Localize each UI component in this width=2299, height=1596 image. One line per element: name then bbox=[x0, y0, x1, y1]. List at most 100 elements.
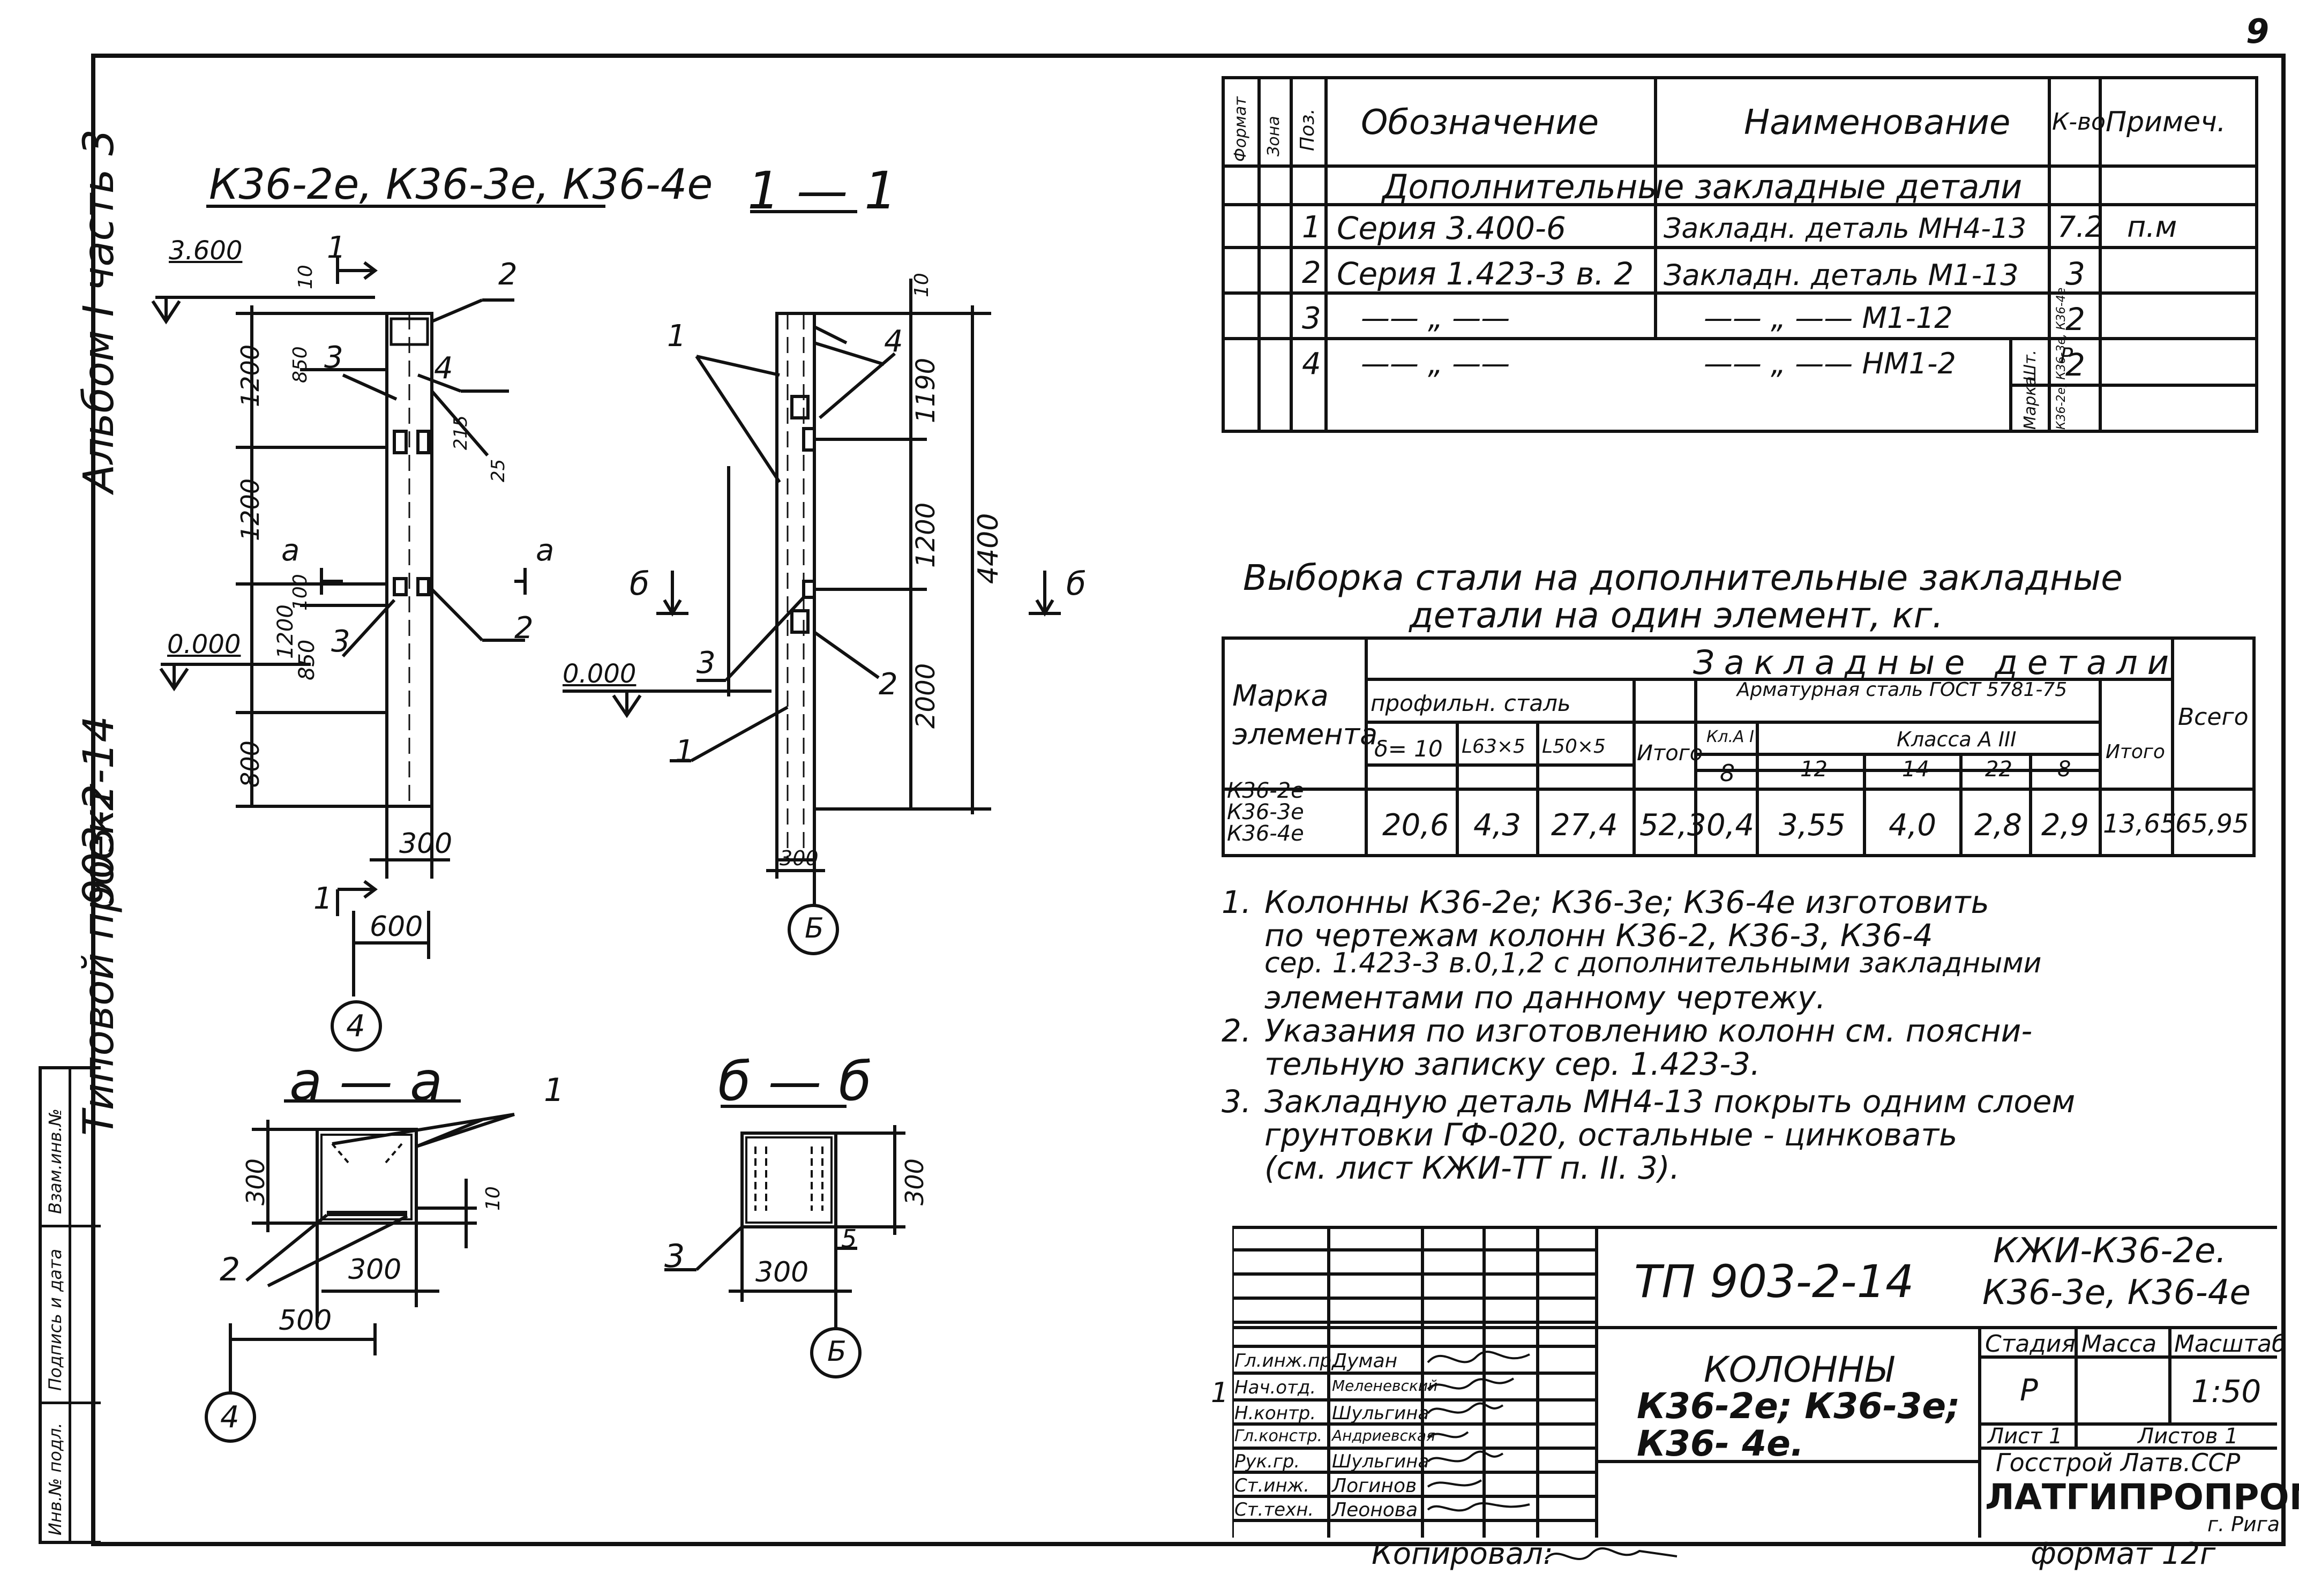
tb-title-3: К36- 4е. bbox=[1637, 1423, 1804, 1464]
dim: 300 bbox=[755, 1256, 809, 1288]
steel-val: 13,65 bbox=[2103, 809, 2177, 839]
dim: 100 bbox=[289, 574, 311, 611]
note-line: Закладную деталь МН4-13 покрыть одним сл… bbox=[1264, 1083, 2076, 1120]
note-line: Колонны К36-2е; К36-3е; К36-4е изготовит… bbox=[1264, 884, 1989, 920]
level-zero-a: 0.000 bbox=[167, 630, 241, 660]
spec-h-note: Примеч. bbox=[2106, 106, 2226, 138]
tb-mass-label: Масса bbox=[2081, 1330, 2157, 1358]
footer-copied: Копировал: bbox=[1372, 1537, 1553, 1571]
steel-h-a3: Класса А III bbox=[1897, 728, 2017, 751]
page-number: 9 bbox=[2246, 12, 2270, 51]
tb-person: Шульгина bbox=[1332, 1403, 1429, 1424]
steel-h-all: Всего bbox=[2178, 703, 2249, 731]
callout: 2 bbox=[879, 667, 898, 702]
spec-designation: —— „ —— bbox=[1361, 301, 1510, 335]
level-zero-b: 0.000 bbox=[563, 659, 636, 689]
dim: 600 bbox=[370, 911, 423, 943]
note-line: тельную записку сер. 1.423-3. bbox=[1264, 1046, 1761, 1082]
callout: 1 bbox=[667, 319, 686, 354]
dim: 850 bbox=[295, 639, 319, 680]
axis-right: Б bbox=[805, 912, 824, 945]
tb-org-3: г. Рига bbox=[2207, 1512, 2280, 1536]
tb-role: Гл.констр. bbox=[1234, 1427, 1323, 1445]
spec-h-designation: Обозначение bbox=[1361, 103, 1599, 143]
steel-h-a1: Кл.А I bbox=[1706, 728, 1754, 746]
note-line: Указания по изготовлению колонн см. пояс… bbox=[1264, 1013, 2033, 1049]
tb-org-2: ЛАТГИПРОПРОМ bbox=[1985, 1477, 2299, 1518]
spec-designation: Серия 3.400-6 bbox=[1337, 210, 1566, 246]
steel-h-total1: Итого bbox=[1637, 741, 1703, 766]
spec-sub-marks: К36-2е, К36-3е, К36-4е bbox=[2055, 287, 2068, 430]
note-num: 1. bbox=[1222, 884, 1252, 920]
steel-col: 12 bbox=[1800, 757, 1828, 782]
dim: 300 bbox=[900, 1158, 929, 1205]
steel-col: δ= 10 bbox=[1374, 736, 1443, 762]
dim: 500 bbox=[279, 1305, 332, 1337]
steel-h-mark: Марка элемента bbox=[1232, 679, 1378, 751]
dim: 5 bbox=[841, 1224, 857, 1253]
steel-col: 8 bbox=[2057, 757, 2071, 782]
steel-col: L50×5 bbox=[1542, 736, 1606, 758]
tb-drawing-code-1: КЖИ-К36-2е. bbox=[1993, 1231, 2227, 1271]
note-line: элементами по данному чертежу. bbox=[1264, 979, 1826, 1016]
callout: б bbox=[630, 565, 650, 603]
callout: 1 bbox=[544, 1072, 565, 1109]
steel-h-profile: профильн. сталь bbox=[1371, 690, 1571, 716]
axis-bb: Б bbox=[827, 1336, 847, 1368]
signature-scribbles bbox=[1427, 1351, 1530, 1512]
callout: 4 bbox=[884, 324, 903, 359]
axis-aa: 4 bbox=[220, 1400, 239, 1435]
dim: 1190 bbox=[911, 357, 941, 423]
spec-qty: 2 bbox=[2065, 301, 2085, 338]
section11-title: 1 — 1 bbox=[747, 161, 897, 221]
tb-role: Ст.инж. bbox=[1234, 1475, 1310, 1496]
spec-pos: 2 bbox=[1302, 256, 1321, 290]
dim: 215 bbox=[450, 415, 471, 450]
tb-scale: 1:50 bbox=[2191, 1373, 2261, 1410]
spec-sub-mark-label: Марка bbox=[2021, 376, 2040, 430]
note-line: грунтовки ГФ-020, остальные - цинковать bbox=[1264, 1117, 1958, 1153]
spec-h-qty: К-во bbox=[2052, 108, 2106, 136]
note-line: сер. 1.423-3 в.0,1,2 с дополнительными з… bbox=[1264, 947, 2042, 979]
axis-left: 4 bbox=[346, 1009, 365, 1044]
callout: 1 bbox=[313, 881, 333, 916]
dim: 25 bbox=[488, 459, 509, 482]
spec-h-pos: Поз. bbox=[1297, 108, 1319, 151]
callout: 2 bbox=[220, 1251, 241, 1288]
steel-row-mark: К36-2е К36-3е К36-4е bbox=[1227, 778, 1304, 846]
callout: 4 bbox=[434, 351, 453, 386]
dim: 300 bbox=[399, 828, 453, 860]
tb-person: Логинов bbox=[1332, 1475, 1417, 1497]
dim: 300 bbox=[241, 1158, 270, 1205]
spec-name: —— „ —— НМ1-2 bbox=[1704, 347, 1956, 380]
spec-pos: 4 bbox=[1302, 347, 1321, 381]
tb-org-1: Госстрой Латв.ССР bbox=[1996, 1448, 2241, 1477]
spec-h-name: Наименование bbox=[1744, 103, 2011, 143]
tb-role: Нач.отд. bbox=[1234, 1377, 1316, 1398]
spec-note: п.м bbox=[2127, 210, 2177, 244]
tb-role: Гл.инж.пр. bbox=[1234, 1350, 1337, 1372]
tb-person: Андриевская bbox=[1332, 1427, 1435, 1444]
steel-h-embedded: Закладные детали bbox=[1693, 643, 2179, 682]
tb-drawing-code-2: К36-3е, К36-4е bbox=[1982, 1273, 2251, 1313]
drawing-frame bbox=[91, 54, 2286, 1546]
left-stamp: Инв.№ подл. Подпись и дата Взам.инв.№ bbox=[39, 1066, 101, 1544]
steel-title-2: детали на один элемент, кг. bbox=[1409, 595, 1944, 636]
tb-sheet: Лист 1 bbox=[1988, 1424, 2063, 1449]
spec-name: Закладн. деталь М1-13 bbox=[1664, 258, 2019, 292]
tb-person: Шульгина bbox=[1332, 1451, 1429, 1472]
dim: 850 bbox=[289, 346, 311, 383]
spec-h-zone: Зона bbox=[1264, 116, 1283, 156]
note-line: (см. лист КЖИ-ТТ п. II. 3). bbox=[1264, 1150, 1680, 1186]
callout: 2 bbox=[514, 611, 534, 646]
callout: 1 bbox=[675, 734, 694, 769]
tb-person: Леонова bbox=[1332, 1499, 1418, 1521]
spec-name: Закладн. деталь МН4-13 bbox=[1664, 213, 2027, 245]
elevation-title: К36-2е, К36-3е, К36-4е bbox=[209, 161, 713, 209]
callout: а bbox=[281, 533, 300, 568]
steel-col: 22 bbox=[1985, 757, 2012, 782]
spec-table: Формат Зона Поз. Обозначение Наименовани… bbox=[1222, 76, 2258, 434]
dim: 10 bbox=[482, 1186, 504, 1211]
dim: 10 bbox=[295, 265, 317, 289]
dim: 2000 bbox=[911, 663, 941, 729]
